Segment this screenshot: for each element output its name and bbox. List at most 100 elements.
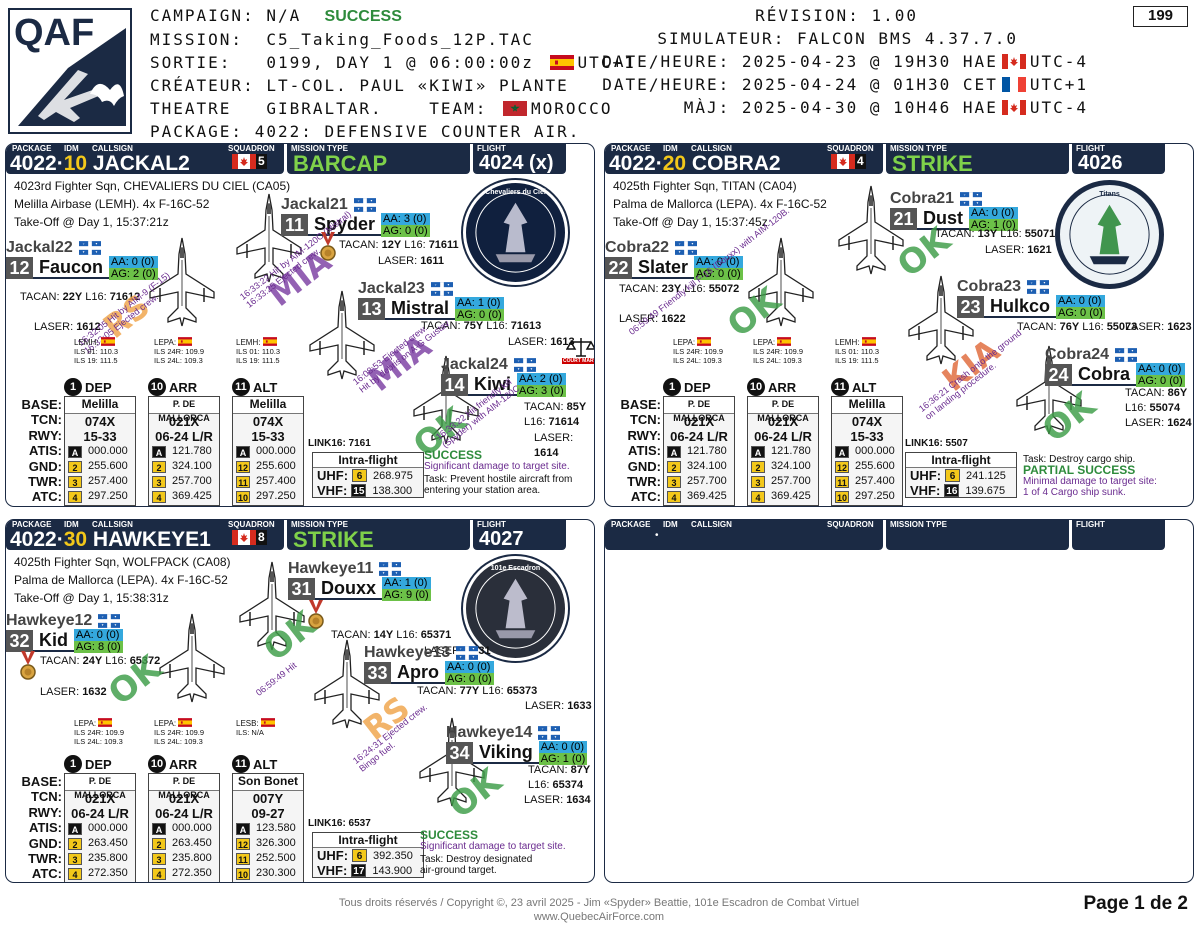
mission-label: MISSION: (150, 30, 244, 49)
pilot-callsign: Jackal23 (358, 280, 425, 297)
pilot-number: 32 (6, 630, 33, 652)
channel-badge: 11 (236, 852, 250, 865)
vhf-label: VHF: (910, 483, 941, 498)
theatre-value: GIBRALTAR. (266, 99, 383, 118)
pilot-comms: TACAN: 86Y L16: 55074 (1125, 387, 1188, 414)
rwy-row-label: RWY: (627, 427, 661, 443)
channel-badge: 11 (236, 475, 250, 488)
channel-badge: 3 (152, 475, 166, 488)
tacan-value: 24Y (82, 655, 103, 667)
pilot-laser: LASER: 1613 (508, 336, 575, 348)
ils-airport-code: LEPA: (154, 338, 177, 347)
pilot-card: Cobra24 24 Cobra AA: 0 (0) AG: 0 (0) (1045, 346, 1185, 387)
website-link[interactable]: www.QuebecAirForce.com (533, 911, 665, 923)
pilot-comms: TACAN: 14Y L16: 65371 (331, 629, 452, 641)
channel-badge: 4 (751, 490, 765, 503)
quebec-flag-icon (379, 562, 401, 576)
link16-label: LINK16: 5507 (905, 438, 968, 449)
pilot-number: 33 (364, 662, 391, 684)
frequency-value: 230.300 (256, 867, 296, 879)
channel-badge: 2 (68, 460, 82, 473)
package-value: 4022: DEFENSIVE COUNTER AIR. (254, 122, 581, 141)
mission-type-label: MISSION TYPE (291, 144, 348, 153)
aa-kills: AA: 0 (0) (1136, 363, 1185, 375)
idm-number: 30 (63, 528, 88, 551)
package-label: PACKAGE: (150, 122, 244, 141)
flight-info: 4025th Fighter Sqn, WOLFPACK (CA08) Palm… (14, 553, 231, 607)
atis-row-label: ATIS: (29, 820, 62, 836)
ils-info: LEPA: ILS 24R: 109.9 ILS 24L: 109.3 (753, 337, 803, 365)
canada-flag-icon (232, 530, 256, 545)
tacan-value: 85Y (566, 401, 587, 413)
dep-label: DEP (85, 756, 112, 772)
l16-value: 65372 (129, 655, 161, 667)
pilot-comms: TACAN: 85Y L16: 71614 (524, 401, 587, 428)
channel-badge: 12 (835, 460, 849, 473)
package-label: PACKAGE (611, 520, 651, 529)
pilot-card: Jackal22 12 Faucon AA: 0 (0) AG: 2 (0) (6, 239, 158, 280)
tacan-channel: 007Y (252, 791, 284, 806)
channel-badge: A (835, 445, 849, 458)
event-note-line1: 06:59:49 Hit (254, 660, 299, 698)
pilot-comms: TACAN: 87Y L16: 65374 (528, 764, 591, 791)
tacan-channel: 021X (168, 414, 200, 429)
alt-label: ALT (253, 379, 278, 395)
mission-result: SUCCESS Significant damage to target sit… (424, 448, 572, 496)
l16-value: 55071 (1024, 228, 1056, 240)
alt-label: ALT (253, 756, 278, 772)
ils-airport-code: LEPA: (154, 719, 177, 728)
ag-kills: AG: 0 (0) (445, 673, 494, 685)
ils-airport-code: LESB: (236, 719, 259, 728)
frequency-value: 235.800 (172, 852, 212, 864)
flight-panel-jackal2: PACKAGE IDM CALLSIGN SQUADRON 4022·10 JA… (5, 143, 595, 507)
pilot-name: Hulkco (984, 296, 1057, 318)
pilot-laser: LASER: 1621 (985, 244, 1052, 256)
spain-flag-icon (98, 718, 112, 727)
alt-header: 11 ALT (232, 755, 277, 773)
frequency-value: 263.450 (172, 837, 212, 849)
frequency-value: 123.580 (256, 822, 296, 834)
header-right: RÉVISION: 1.00 SIMULATEUR: FALCON BMS 4.… (602, 4, 1088, 119)
twr-row-label: TWR: (28, 851, 62, 866)
maj-label: MÀJ: (683, 98, 731, 117)
campaign-value: N/A (266, 6, 302, 25)
ag-kills: AG: 0 (0) (1136, 375, 1185, 387)
tacan-channel: 074X (851, 414, 883, 429)
squadron-label: SQUADRON (827, 520, 874, 529)
mission-value: C5_Taking_Foods_12P.TAC (266, 30, 534, 49)
campaign-label: CAMPAIGN: (150, 6, 255, 25)
team-label: TEAM: (429, 99, 488, 118)
runway: 06-24 L/R (155, 429, 213, 444)
tacan-value: 12Y (381, 239, 402, 251)
date1-tz: UTC-4 (1029, 52, 1088, 71)
gnd-row-label: GND: (627, 458, 661, 474)
link16-label: LINK16: 6537 (308, 818, 371, 829)
ag-kills: AG: 1 (0) (538, 753, 588, 765)
task-line2: entering your station area. (424, 485, 541, 496)
quebec-flag-icon (79, 241, 101, 255)
gnd-row-label: GND: (28, 458, 62, 474)
frequency-value: 257.700 (687, 475, 727, 487)
pilot-number: 22 (605, 257, 632, 279)
empty-dot: • (655, 530, 659, 541)
mission-type-segment: MISSION TYPE BARCAP (287, 144, 470, 176)
l16-value: 55072 (708, 283, 740, 295)
mission-type-label: MISSION TYPE (890, 144, 947, 153)
runway: 09-27 (251, 806, 285, 821)
spain-flag-icon (178, 337, 192, 346)
channel-badge: 4 (152, 490, 166, 503)
frequency-value: 369.425 (687, 490, 727, 502)
empty-mission-segment: MISSION TYPE (886, 520, 1069, 550)
vhf-label: VHF: (317, 863, 348, 878)
base-row-label: BASE: (21, 397, 62, 412)
result-heading: SUCCESS (424, 448, 483, 462)
